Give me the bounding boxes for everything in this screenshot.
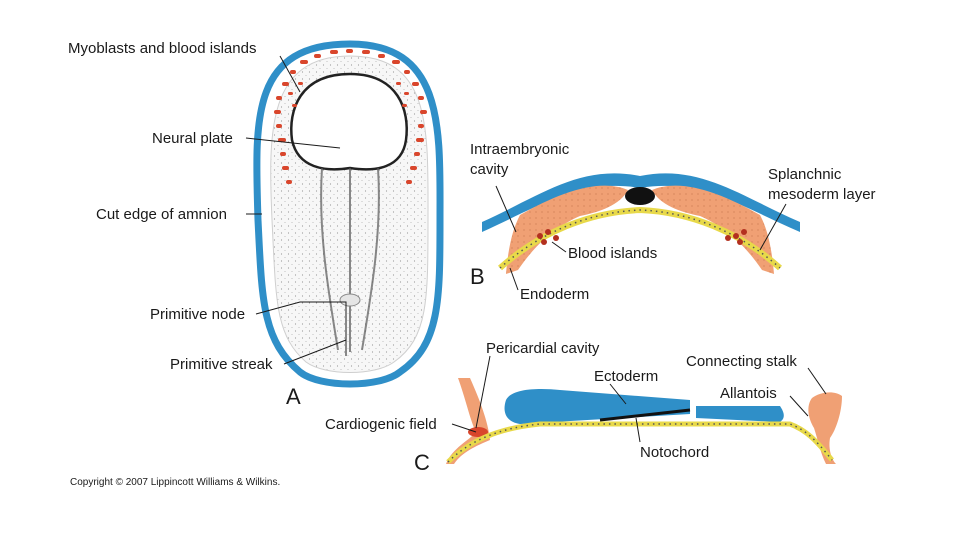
label-allantois: Allantois xyxy=(720,385,777,402)
label-cardiogenic-field: Cardiogenic field xyxy=(325,416,437,433)
pericardial-cavity-shape xyxy=(468,427,488,437)
leader-splanchnic xyxy=(759,203,787,251)
label-splanchnic-2: mesoderm layer xyxy=(768,186,876,203)
neural-folds xyxy=(320,167,380,352)
label-neural-plate: Neural plate xyxy=(152,130,233,147)
label-splanchnic-1: Splanchnic xyxy=(768,166,842,183)
endoderm-dots-b xyxy=(499,209,781,269)
label-myoblasts: Myoblasts and blood islands xyxy=(68,40,256,57)
leader-blood-islands xyxy=(551,241,567,253)
label-intraembryonic-1: Intraembryonic xyxy=(470,141,570,158)
leader-allantois xyxy=(789,395,809,417)
label-blood-islands: Blood islands xyxy=(568,245,657,262)
mesoderm-left xyxy=(506,185,628,274)
ectoderm-layer-c xyxy=(504,389,690,424)
leader-connecting-stalk xyxy=(807,367,827,395)
leader-myoblasts xyxy=(279,55,301,93)
blood-island-marks xyxy=(274,49,427,184)
connecting-stalk-shape xyxy=(808,392,842,464)
mesoderm-right xyxy=(652,185,774,274)
ectoderm-layer-b xyxy=(482,173,800,232)
label-primitive-node: Primitive node xyxy=(150,306,245,323)
panel-c: Pericardial cavity Ectoderm Connecting s… xyxy=(325,340,842,475)
notochord-b xyxy=(625,187,655,205)
leader-intraembryonic xyxy=(495,185,517,233)
panel-b: Intraembryonic cavity Splanchnic mesoder… xyxy=(470,141,876,303)
copyright-notice: Copyright © 2007 Lippincott Williams & W… xyxy=(70,477,280,488)
panel-a-letter: A xyxy=(286,384,301,409)
leader-primitive-node xyxy=(255,301,347,356)
panel-a: Myoblasts and blood islands Neural plate… xyxy=(68,40,444,409)
notochord-c xyxy=(599,408,691,422)
leader-cardiogenic xyxy=(451,423,477,433)
leader-primitive-streak xyxy=(283,339,347,365)
panel-c-letter: C xyxy=(414,450,430,475)
leader-endoderm xyxy=(509,267,519,291)
label-notochord: Notochord xyxy=(640,444,709,461)
label-connecting-stalk: Connecting stalk xyxy=(686,353,797,370)
ectoderm-layer-c-right xyxy=(696,406,784,422)
leader-notochord xyxy=(635,417,641,443)
label-ectoderm: Ectoderm xyxy=(594,368,658,385)
label-endoderm: Endoderm xyxy=(520,286,589,303)
primitive-node-marker xyxy=(339,293,361,307)
leader-neural-plate xyxy=(245,137,341,149)
endoderm-layer-c xyxy=(446,421,834,464)
leader-pericardial xyxy=(475,355,491,429)
label-primitive-streak: Primitive streak xyxy=(170,356,273,373)
neural-plate xyxy=(290,72,408,171)
label-amnion-edge: Cut edge of amnion xyxy=(96,206,227,223)
blood-islands-b xyxy=(537,229,747,245)
panel-b-letter: B xyxy=(470,264,485,289)
label-intraembryonic-2: cavity xyxy=(470,161,509,178)
leader-ectoderm xyxy=(609,383,627,405)
label-pericardial-cavity: Pericardial cavity xyxy=(486,340,600,357)
